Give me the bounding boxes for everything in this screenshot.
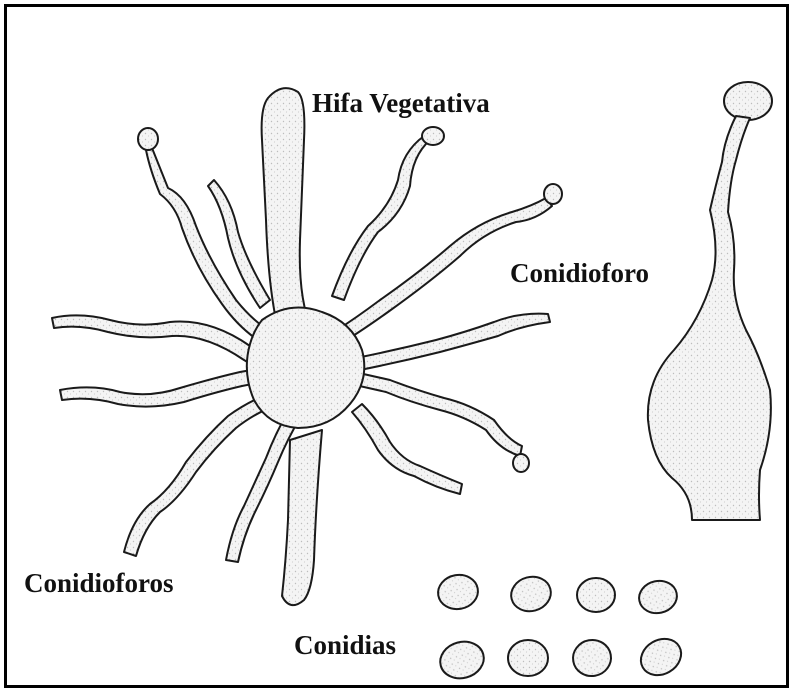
conidium	[435, 572, 480, 612]
conidiophore-arm	[356, 314, 550, 370]
conidiophore-arm	[352, 404, 462, 494]
single-conidiophore	[648, 116, 771, 520]
conidium-head	[513, 454, 529, 472]
conidium-head	[544, 184, 562, 204]
conidiophore-arm	[124, 392, 280, 556]
conidium	[436, 637, 488, 683]
conidium-head	[138, 128, 158, 150]
conidium	[507, 572, 554, 615]
conidium	[570, 637, 614, 679]
label-hifa-vegetativa: Hifa Vegetativa	[312, 88, 490, 119]
conidium	[636, 577, 680, 616]
conidium-head	[422, 127, 444, 145]
conidium	[634, 632, 687, 682]
conidiophore-head	[724, 82, 772, 120]
label-conidioforo: Conidioforo	[510, 258, 649, 289]
central-stalk	[282, 430, 322, 605]
conidium	[577, 578, 615, 612]
vegetative-hypha	[262, 88, 326, 345]
central-body	[247, 308, 364, 429]
label-conidias: Conidias	[294, 630, 396, 661]
conidium	[508, 640, 548, 676]
label-conidioforos: Conidioforos	[24, 568, 174, 599]
